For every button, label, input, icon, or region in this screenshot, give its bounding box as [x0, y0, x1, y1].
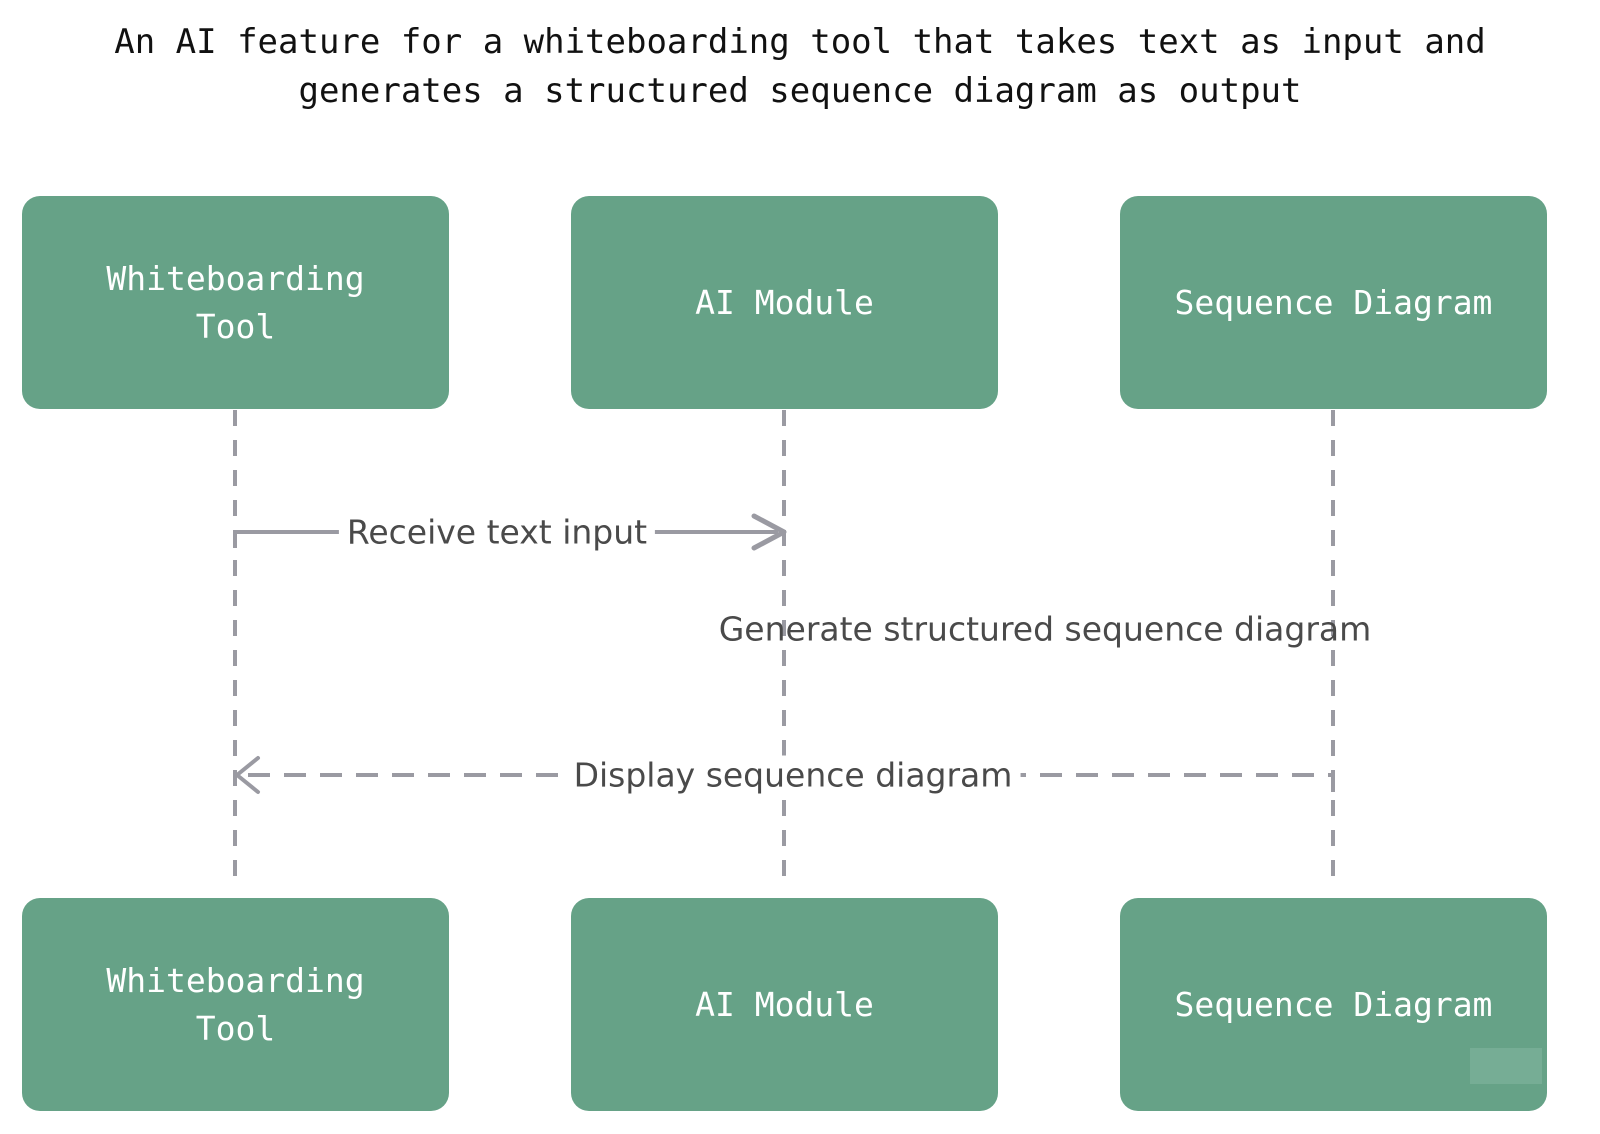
- participant-ai-module-top[interactable]: AI Module: [571, 196, 998, 409]
- watermark-badge: [1470, 1048, 1542, 1084]
- diagram-title: An AI feature for a whiteboarding tool t…: [114, 22, 1486, 111]
- message-display-sequence-diagram: [235, 756, 1335, 794]
- arrowhead-open: [235, 756, 260, 794]
- participant-label: Whiteboarding Tool: [106, 960, 365, 1048]
- participant-ai-module-bottom[interactable]: AI Module: [571, 898, 998, 1111]
- participant-sequence-diagram-top[interactable]: Sequence Diagram: [1120, 196, 1547, 409]
- message-label-receive-text-input: Receive text input: [338, 512, 656, 552]
- lifelines: [233, 410, 1335, 878]
- message-label-display-sequence-diagram: Display sequence diagram: [565, 755, 1021, 795]
- participant-whiteboarding-tool-top[interactable]: Whiteboarding Tool: [22, 196, 449, 409]
- participant-label: AI Module: [695, 282, 874, 322]
- message-label-generate-structured-sequence-diagram: Generate structured sequence diagram: [718, 609, 1372, 649]
- participant-label: AI Module: [695, 984, 874, 1024]
- arrowhead-solid: [751, 513, 787, 551]
- participant-label: Sequence Diagram: [1174, 984, 1493, 1024]
- participant-label: Whiteboarding Tool: [106, 258, 365, 346]
- participant-label: Sequence Diagram: [1174, 282, 1493, 322]
- participant-whiteboarding-tool-bottom[interactable]: Whiteboarding Tool: [22, 898, 449, 1111]
